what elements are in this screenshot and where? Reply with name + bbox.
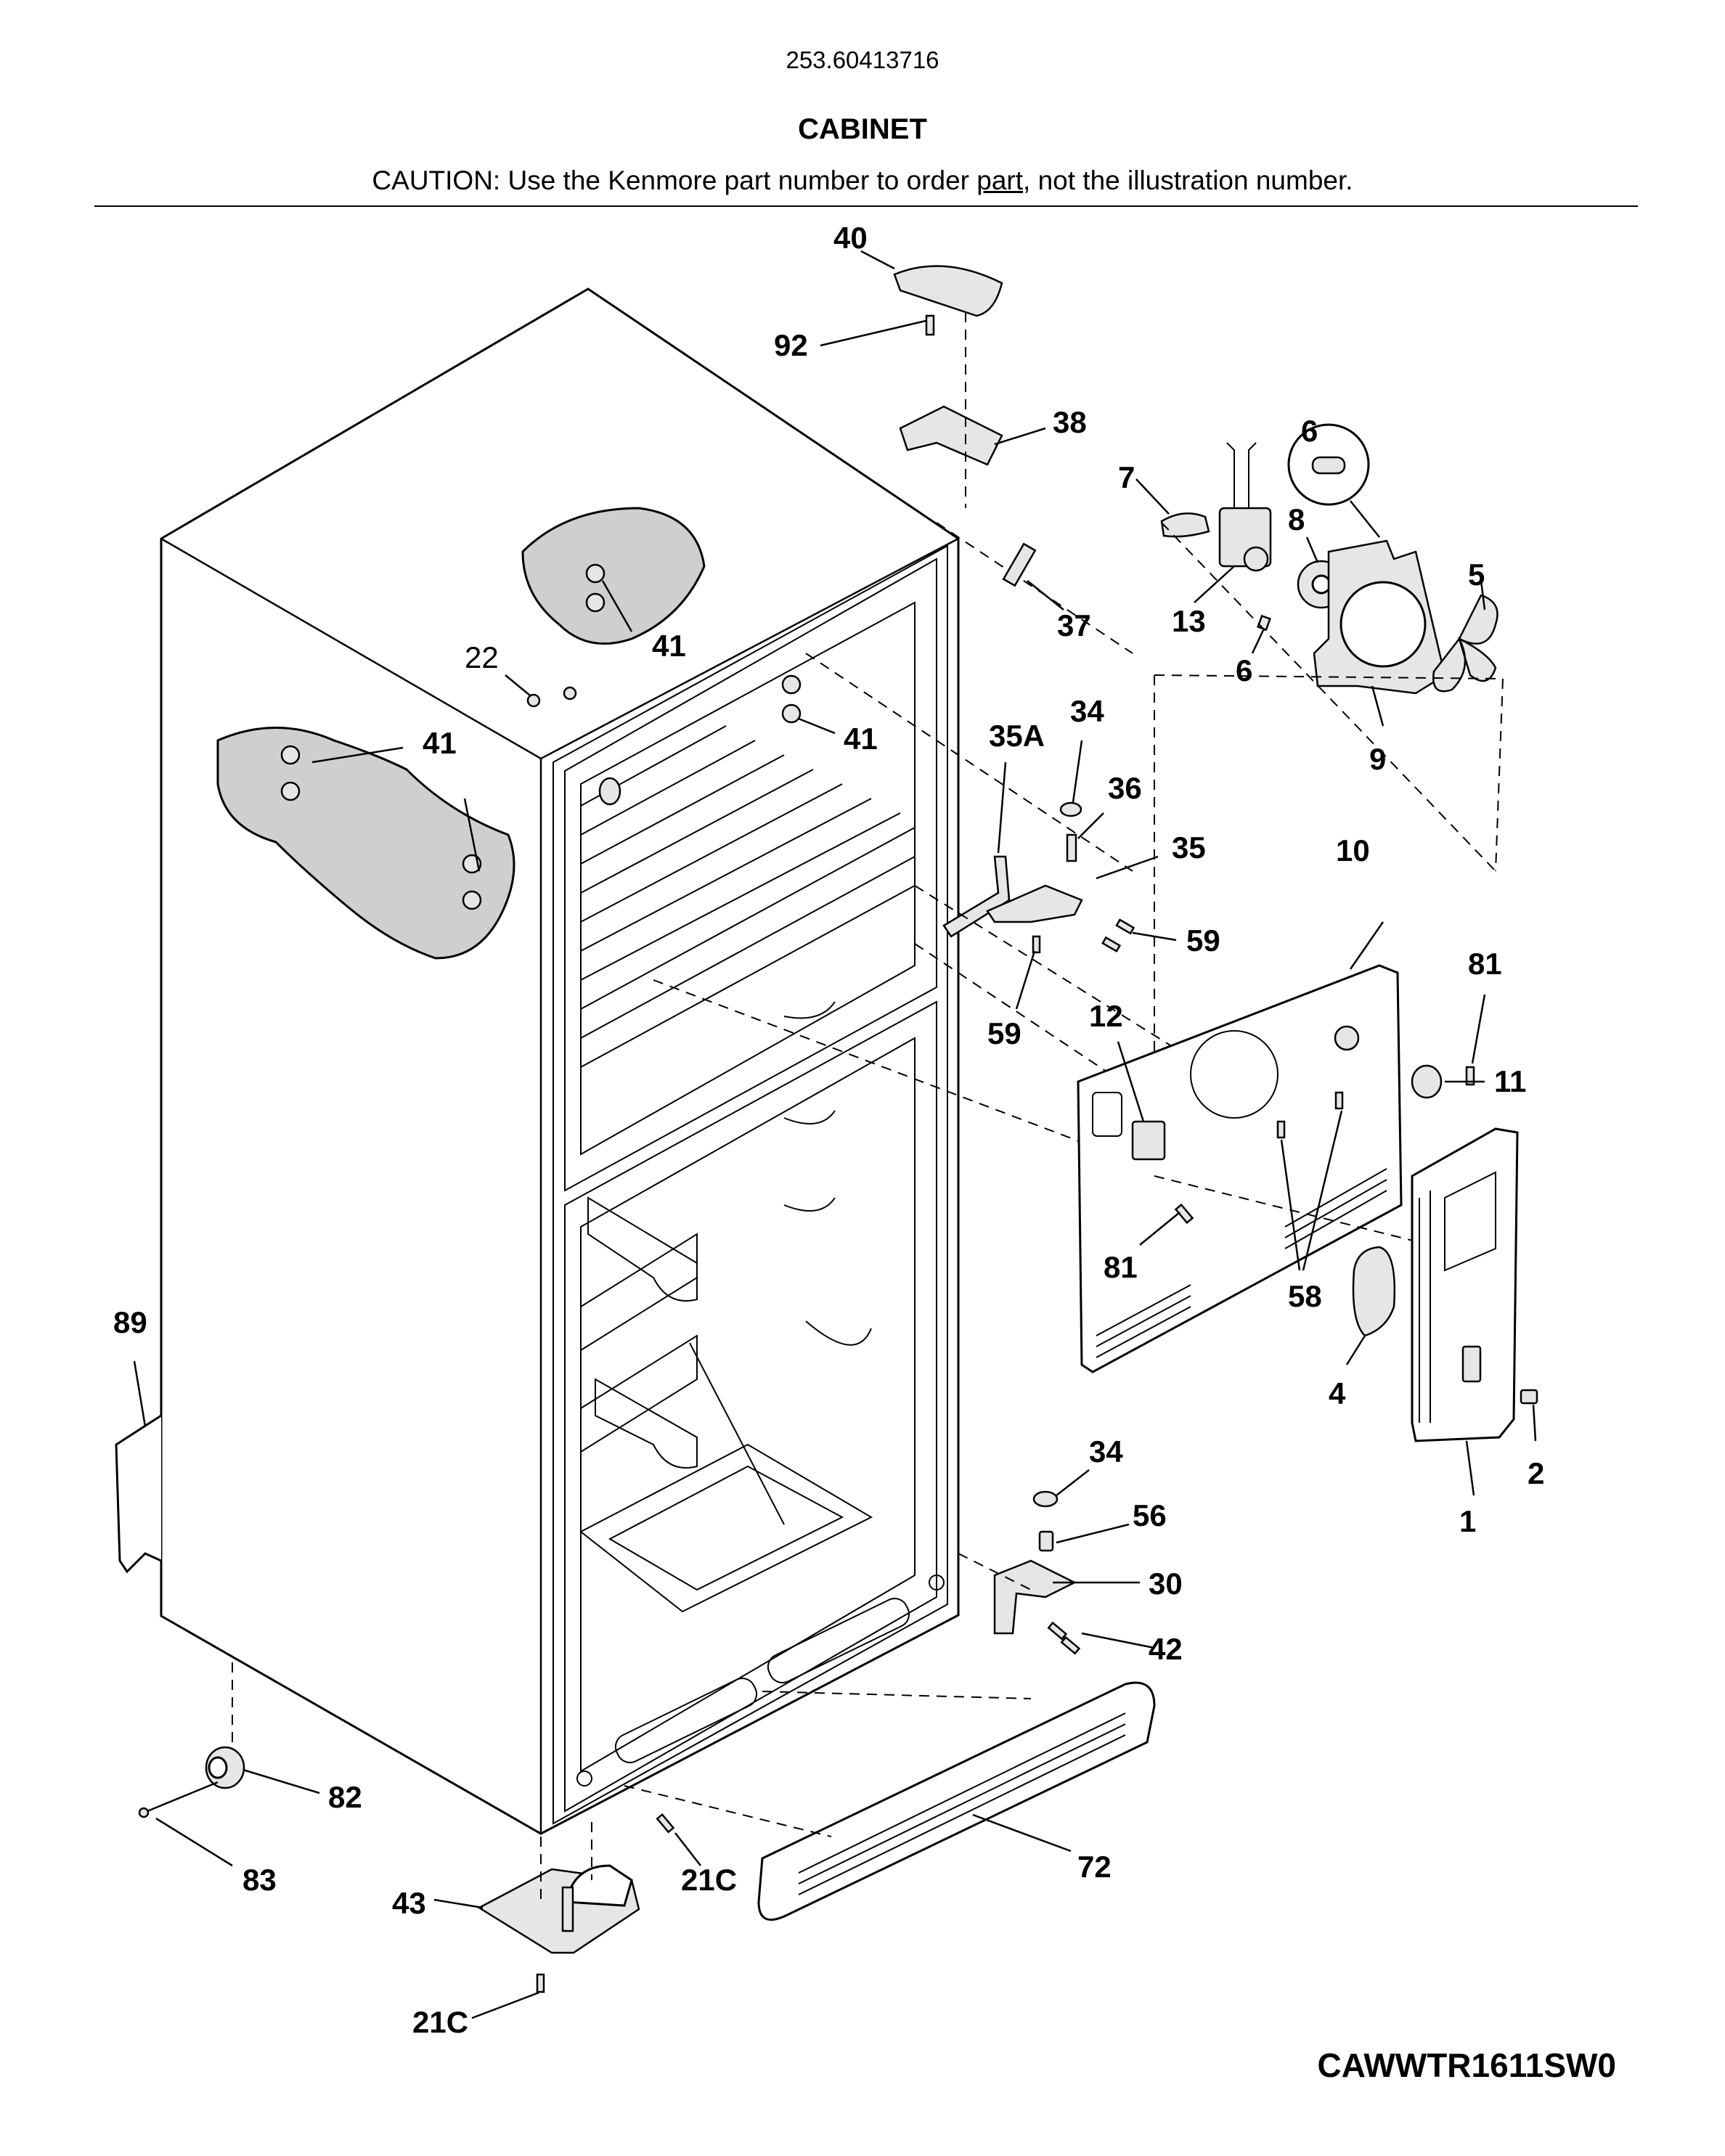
callout-58: 58 [1288, 1279, 1322, 1313]
screw-part-81-bottom [1139, 1203, 1194, 1246]
washer-part-34-top [1059, 740, 1083, 817]
grille-slots [798, 1712, 1126, 1895]
leveling-bracket-part-43 [433, 1864, 640, 1954]
control-housing-part-1 [1411, 1127, 1519, 1496]
callout-12: 12 [1089, 999, 1123, 1033]
callout-59-right: 59 [1186, 923, 1220, 957]
callout-35A: 35A [989, 719, 1045, 753]
screws-part-42 [1047, 1621, 1155, 1655]
screw-part-81-top [1465, 994, 1486, 1086]
model-number: 253.60413716 [786, 46, 939, 73]
axle-part-83 [138, 1781, 233, 1867]
light-bulb-part-4 [1345, 1246, 1396, 1365]
callout-circle-part-6 [1287, 423, 1380, 538]
vent-slots-lower [1096, 1168, 1387, 1358]
callout-6-inset: 6 [1301, 414, 1318, 448]
screw-part-21C-upper [656, 1813, 701, 1866]
gasket-part-6-lower [1251, 614, 1271, 654]
diagram-reference-code: CAWWTR1611SW0 [1317, 2046, 1616, 2084]
callout-41-liner: 41 [844, 722, 878, 756]
side-panel-part-89 [115, 1360, 162, 1574]
callout-34-top: 34 [1070, 694, 1104, 728]
screw-part-92 [820, 314, 935, 347]
callout-11: 11 [1494, 1064, 1526, 1098]
callout-81-bottom: 81 [1104, 1250, 1138, 1284]
knob-part-2 [1520, 1389, 1538, 1442]
callout-41-top: 41 [652, 629, 686, 663]
foam-bumper-top [521, 507, 706, 645]
callout-83: 83 [242, 1863, 277, 1897]
callout-40: 40 [833, 221, 868, 255]
fan-blade-part-5 [1432, 580, 1498, 693]
callout-81-top: 81 [1468, 947, 1502, 981]
callout-6: 6 [1236, 653, 1252, 687]
callout-72: 72 [1077, 1850, 1112, 1884]
callout-21C-upper: 21C [681, 1863, 737, 1897]
caution-text: CAUTION: Use the Kenmore part number to … [372, 166, 977, 195]
callout-41-side: 41 [423, 726, 457, 760]
caution-note: CAUTION: Use the Kenmore part number to … [0, 166, 1725, 196]
caution-text-end: , not the illustration number. [1023, 166, 1353, 195]
screws-part-58 [1276, 1091, 1344, 1271]
refrigerator-cabinet [160, 287, 960, 1835]
callout-8: 8 [1288, 502, 1305, 536]
pin-part-36 [1066, 812, 1104, 862]
callout-56: 56 [1133, 1498, 1167, 1532]
callout-92: 92 [774, 328, 808, 362]
callout-59-left: 59 [987, 1016, 1021, 1050]
roller-part-82 [205, 1746, 320, 1794]
callout-34-bottom: 34 [1089, 1434, 1123, 1469]
bottom-hinge-part-30 [993, 1559, 1140, 1635]
motor-part-13 [1194, 442, 1272, 603]
callout-1: 1 [1459, 1504, 1476, 1538]
screw-part-22 [505, 674, 577, 708]
callout-2: 2 [1528, 1456, 1544, 1490]
callout-38: 38 [1053, 405, 1087, 439]
callout-13: 13 [1172, 604, 1206, 638]
vent-grid-side [1419, 1191, 1431, 1423]
callout-7: 7 [1118, 460, 1135, 494]
callout-5: 5 [1468, 558, 1485, 592]
callout-10: 10 [1336, 833, 1370, 867]
freezer-shelf-ribs [580, 725, 915, 1068]
toe-grille-part-72 [757, 1681, 1156, 1921]
light-cover-part-11 [1411, 1064, 1485, 1099]
callout-4: 4 [1329, 1376, 1346, 1410]
center-hinge-part-35A [942, 761, 1011, 938]
control-part-12 [1117, 1041, 1166, 1161]
seal-part-37 [1002, 542, 1064, 611]
callout-89: 89 [113, 1305, 147, 1339]
callout-43: 43 [392, 1886, 426, 1920]
callout-36: 36 [1108, 771, 1142, 805]
callout-9: 9 [1369, 742, 1386, 776]
callout-21C-lower: 21C [412, 2005, 468, 2039]
hinge-cover-part-40 [860, 250, 1003, 317]
callout-30: 30 [1149, 1567, 1183, 1601]
header-divider [94, 205, 1638, 207]
evaporator-cover-part-10 [1077, 921, 1403, 1373]
center-hinge-part-35 [986, 855, 1159, 923]
callout-35: 35 [1172, 830, 1206, 865]
callout-22: 22 [465, 640, 499, 674]
callout-82: 82 [328, 1780, 362, 1814]
callout-42: 42 [1149, 1632, 1183, 1666]
mounting-bracket-part-7 [1135, 478, 1210, 538]
section-title: CABINET [798, 113, 927, 145]
part-link[interactable]: part [976, 166, 1024, 195]
bushing-part-56 [1038, 1523, 1130, 1552]
washer-part-34-bottom [1032, 1469, 1090, 1508]
fan-housing-part-9 [1313, 539, 1446, 727]
callout-37: 37 [1057, 608, 1091, 642]
foam-bumper-side [216, 727, 515, 960]
screw-part-21C-lower [471, 1973, 545, 2020]
top-hinge-part-38 [899, 405, 1046, 466]
